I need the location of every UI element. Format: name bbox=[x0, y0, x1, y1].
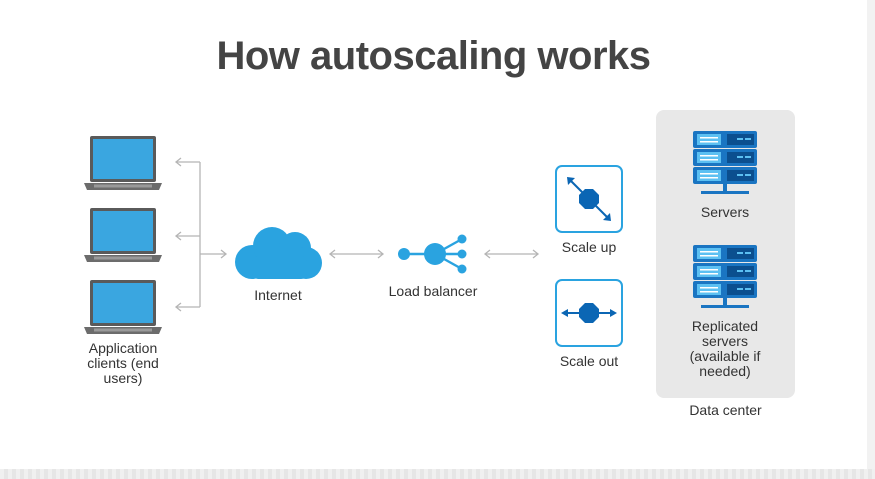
load-balancer-icon bbox=[398, 234, 467, 274]
laptop-icon bbox=[84, 280, 162, 334]
load-balancer-label: Load balancer bbox=[388, 283, 478, 299]
scale-up-label: Scale up bbox=[561, 239, 617, 255]
diagram-title: How autoscaling works bbox=[216, 34, 651, 78]
laptop-icon bbox=[84, 208, 162, 262]
replicated-servers-label: Replicated servers (available if needed) bbox=[689, 318, 761, 379]
cloud-icon bbox=[235, 227, 322, 279]
scale-out-label: Scale out bbox=[559, 353, 619, 369]
server-rack-icon bbox=[693, 245, 757, 308]
data-center-label: Data center bbox=[689, 402, 762, 418]
servers-label: Servers bbox=[700, 204, 750, 220]
internet-label: Internet bbox=[254, 287, 302, 303]
right-edge-strip bbox=[867, 0, 875, 479]
server-rack-icon bbox=[693, 131, 757, 194]
bottom-edge-strip bbox=[0, 469, 875, 479]
scale-up-icon bbox=[555, 165, 623, 233]
clients-label: Application clients (end users) bbox=[87, 340, 159, 386]
laptop-icon bbox=[84, 136, 162, 190]
scale-out-icon bbox=[555, 279, 623, 347]
